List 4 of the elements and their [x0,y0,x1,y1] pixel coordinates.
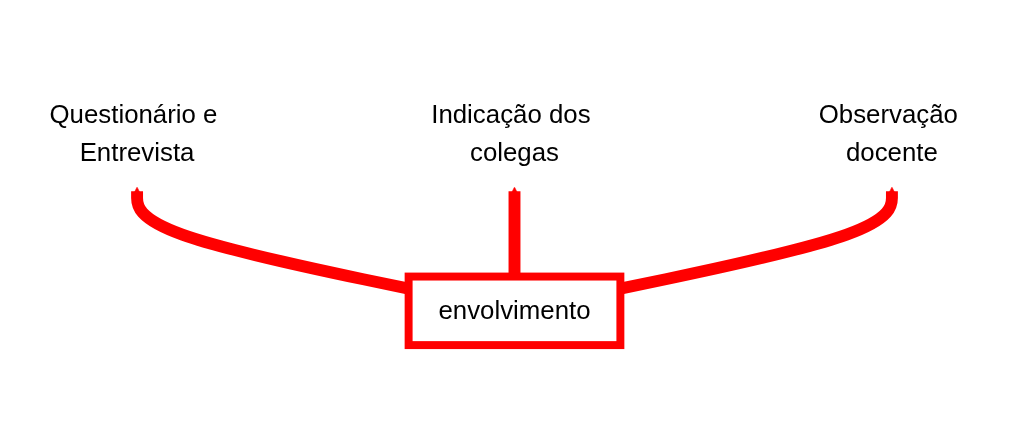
node-box: envolvimento [404,272,625,350]
node-text: Questionário e Entrevista [49,98,218,168]
node-text: Indicação dos colegas [431,98,591,168]
node-text: Observação docente [818,98,958,168]
